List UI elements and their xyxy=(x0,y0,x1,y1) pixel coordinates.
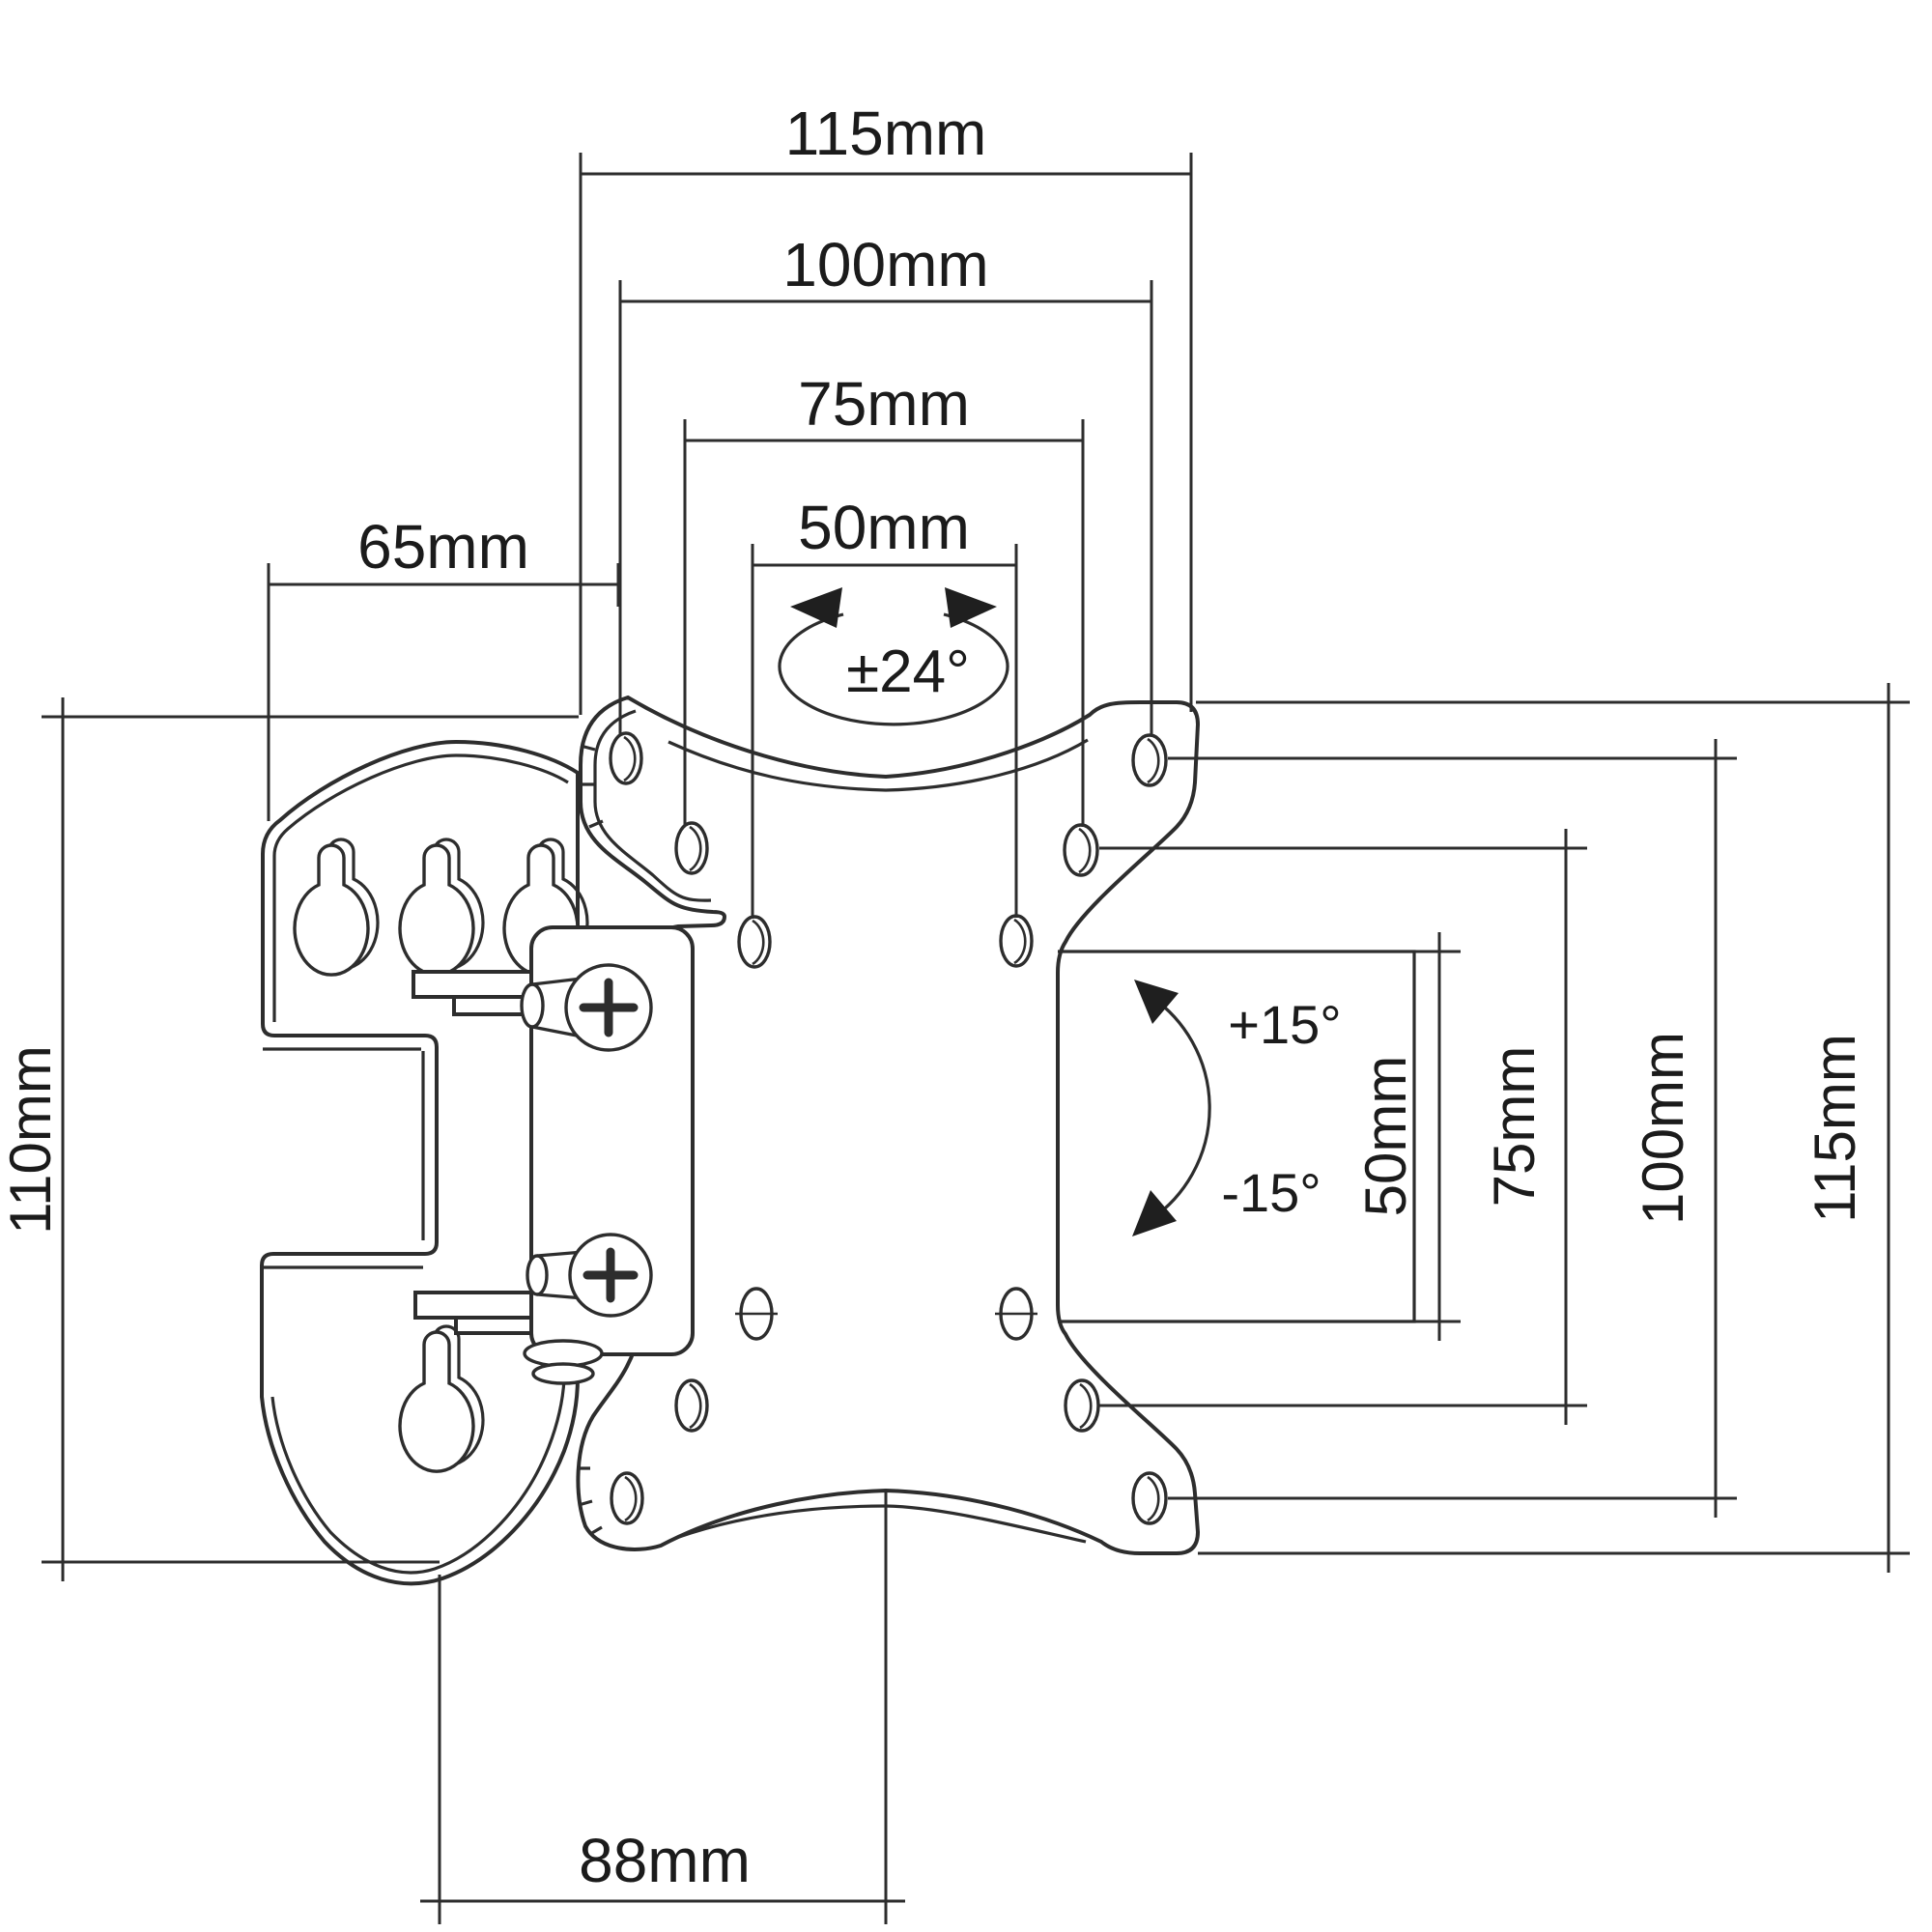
vesa-holes xyxy=(609,731,1168,1525)
dim-label-right-100mm: 100mm xyxy=(1631,1032,1695,1225)
dim-label-right-115mm: 115mm xyxy=(1803,1034,1867,1223)
hole-depth-line xyxy=(689,1382,702,1430)
screw-shaft-line xyxy=(531,1025,582,1038)
hinge-assembly xyxy=(412,925,695,1385)
dim-label-110mm: 110mm xyxy=(0,1045,63,1235)
monitor-profile-rect xyxy=(1058,950,1416,1323)
tilt-arrow-down xyxy=(1132,1190,1177,1236)
swivel-rotation-arrows-icon xyxy=(778,587,1009,726)
hole-depth-line xyxy=(1013,918,1027,965)
wall-plate-inner-notch xyxy=(263,1047,425,1269)
screw-hole xyxy=(610,1471,644,1525)
dim-label-top-75mm: 75mm xyxy=(798,369,970,439)
monitor-profile-outline xyxy=(1058,950,1416,1323)
hole-depth-line xyxy=(752,919,765,966)
wall-plate-inner-arch xyxy=(272,753,569,1022)
swivel-arc xyxy=(778,612,1009,726)
hinge-leaf-upper xyxy=(412,970,539,999)
hole-depth-line xyxy=(624,1475,638,1522)
dim-wall-plate-width xyxy=(267,563,620,821)
swivel-angle-label: ±24° xyxy=(846,639,970,705)
swivel-arrow-left xyxy=(790,587,842,628)
screw-hole xyxy=(1131,1471,1168,1525)
hinge-leaf-lower-2 xyxy=(454,1316,539,1335)
dim-right-50 xyxy=(1414,932,1461,1341)
screw-hole xyxy=(1131,733,1168,787)
dim-right-115 xyxy=(1196,683,1910,1573)
clamp-screw-lower xyxy=(523,1233,653,1385)
tilt-up-label: +15° xyxy=(1228,994,1341,1055)
hole-depth-line xyxy=(689,825,702,872)
dim-label-top-115mm: 115mm xyxy=(785,99,987,168)
tilt-arrow-up xyxy=(1134,980,1179,1024)
dim-bottom-width xyxy=(420,1491,905,1924)
vesa-plate-hook-inner-edge xyxy=(593,709,712,902)
dim-label-top-50mm: 50mm xyxy=(798,493,970,562)
dim-top-50 xyxy=(751,544,1018,919)
dim-top-75 xyxy=(683,419,1085,827)
keyhole-slot-bottom xyxy=(398,1324,485,1473)
hole-depth-line xyxy=(623,735,637,782)
tilt-rotation-arrows-icon xyxy=(1132,980,1211,1236)
dim-right-75 xyxy=(1099,829,1587,1425)
dim-top-115 xyxy=(579,153,1193,715)
lock-nut xyxy=(523,1339,604,1368)
labels: 115mm 100mm 75mm 50mm 65mm ±24° 110mm 88… xyxy=(0,99,1867,1895)
dim-right-100 xyxy=(1168,739,1737,1518)
dim-label-top-100mm: 100mm xyxy=(782,230,988,299)
dim-label-right-50mm: 50mm xyxy=(1353,1056,1418,1217)
dim-label-65mm: 65mm xyxy=(357,512,529,582)
hook-hatch-ticks xyxy=(577,744,604,1536)
vesa-plate-top-inner-edge xyxy=(668,738,1089,792)
hole-depth-line xyxy=(1078,827,1092,874)
screw-hole xyxy=(999,914,1034,968)
screw-hole xyxy=(737,915,772,969)
dim-label-right-75mm: 75mm xyxy=(1482,1046,1547,1208)
screw-hole xyxy=(1063,823,1099,877)
keyhole-slot xyxy=(398,1330,475,1473)
dimension-annotations xyxy=(42,153,1910,1924)
dim-top-100 xyxy=(618,280,1153,736)
screw-hole xyxy=(674,821,709,875)
vesa-plate xyxy=(576,695,1201,1555)
tilt-arc xyxy=(1151,995,1211,1221)
screw-shaft-end xyxy=(520,982,545,1029)
lock-nut-lower xyxy=(531,1362,595,1385)
screw-hole xyxy=(674,1378,709,1433)
keyhole-slot xyxy=(293,843,370,977)
screw-hole xyxy=(1064,1378,1100,1433)
screw-hole xyxy=(609,731,643,785)
dim-label-88mm: 88mm xyxy=(579,1826,751,1895)
swivel-arrow-right xyxy=(945,587,997,628)
phillips-cross-icon xyxy=(582,1247,639,1303)
keyhole-slot xyxy=(398,843,475,977)
vesa-plate-outline xyxy=(576,695,1201,1555)
phillips-cross-icon xyxy=(579,978,639,1037)
screw-shaft-line xyxy=(531,977,582,986)
hole-depth-line xyxy=(1147,1475,1160,1522)
hole-depth-line xyxy=(1147,737,1160,784)
hole-depth-line xyxy=(1079,1382,1093,1430)
clamp-screw-upper xyxy=(520,963,653,1052)
wall-plate-inner-bottom xyxy=(270,1378,566,1575)
dim-wall-plate-height xyxy=(42,697,579,1581)
tilt-down-label: -15° xyxy=(1221,1162,1321,1223)
screw-shaft-end xyxy=(526,1254,549,1296)
hinge-leaf-lower xyxy=(413,1291,539,1320)
